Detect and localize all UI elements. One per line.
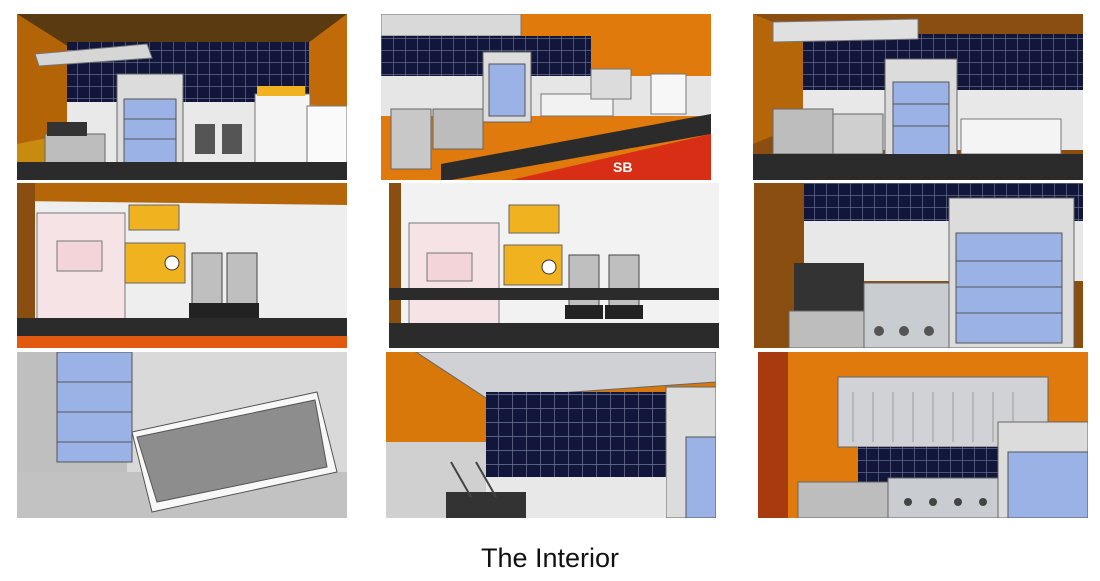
kitchen-render-9 — [758, 352, 1088, 518]
kitchen-render-1 — [17, 14, 347, 180]
kitchen-render-6 — [754, 183, 1083, 348]
panel-kitchen-overview-right — [753, 14, 1083, 180]
kitchen-render-8 — [386, 352, 716, 518]
kitchen-render-2: SB — [381, 14, 711, 180]
panel-kitchen-overview-left — [17, 14, 347, 180]
panel-chest-freezer — [17, 352, 347, 518]
panel-hood-and-fryer — [386, 352, 716, 518]
kitchen-render-5 — [389, 183, 719, 348]
panel-hood-fryer-griddle — [758, 352, 1088, 518]
panel-ice-cream-machine-blenders — [17, 183, 347, 348]
kitchen-render-7 — [17, 352, 347, 518]
image-grid: SB — [17, 14, 1088, 518]
panel-ice-cream-machine-blenders-close — [389, 183, 719, 348]
kitchen-render-3 — [753, 14, 1083, 180]
svg-text:SB: SB — [613, 159, 632, 175]
panel-fryer-griddle-fridge — [754, 183, 1083, 348]
panel-counter-view: SB — [381, 14, 711, 180]
figure-caption: The Interior — [480, 543, 620, 573]
kitchen-render-4 — [17, 183, 347, 348]
